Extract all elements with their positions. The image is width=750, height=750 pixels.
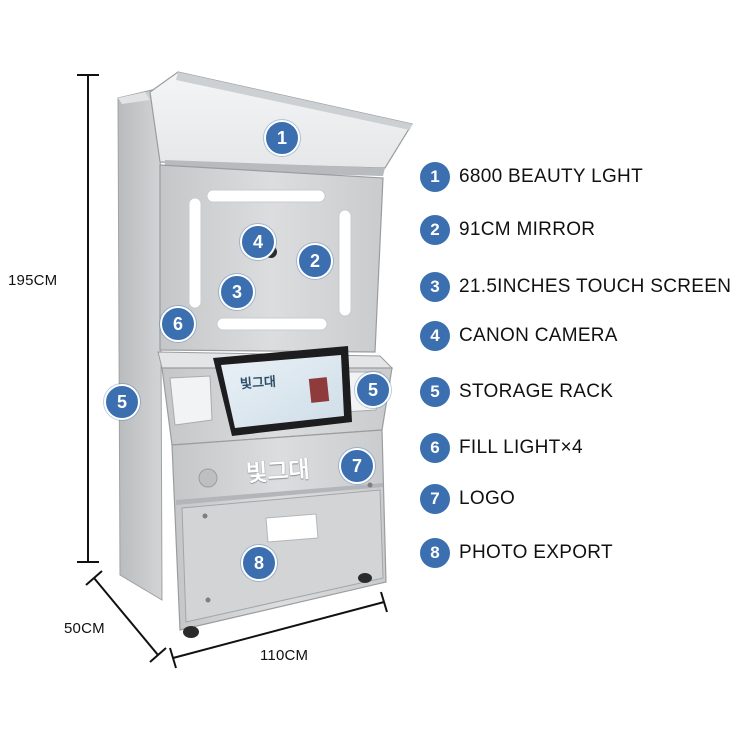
legend-item-7: 7 LOGO: [420, 482, 515, 516]
marker-7: 7: [339, 448, 375, 484]
marker-1: 1: [264, 120, 300, 156]
legend-item-3: 3 21.5INCHES TOUCH SCREEN: [420, 270, 731, 304]
screen-logo: 빛그대: [239, 371, 277, 393]
marker-2: 2: [297, 243, 333, 279]
legend-number: 4: [420, 321, 450, 351]
legend-number: 7: [420, 484, 450, 514]
legend-item-2: 2 91CM MIRROR: [420, 213, 595, 247]
marker-8: 8: [241, 545, 277, 581]
marker-5-side: 5: [104, 384, 140, 420]
legend-item-8: 8 PHOTO EXPORT: [420, 536, 613, 570]
legend-label: CANON CAMERA: [459, 325, 618, 346]
depth-dimension-line: [85, 570, 167, 663]
legend-label: 91CM MIRROR: [459, 219, 596, 240]
marker-5-console: 5: [355, 372, 391, 408]
height-label: 195CM: [8, 272, 58, 289]
legend-number: 8: [420, 538, 450, 568]
width-dimension-line: [169, 591, 388, 669]
cabinet-logo-text: 빛그대: [245, 456, 311, 488]
depth-label: 50CM: [64, 620, 105, 637]
legend-label: 6800 BEAUTY LGHT: [459, 166, 643, 187]
legend-label: LOGO: [459, 488, 516, 509]
marker-4: 4: [240, 224, 276, 260]
height-dimension-line: [77, 74, 99, 563]
legend-number: 1: [420, 162, 450, 192]
cabinet-logo: 빛그대: [245, 450, 311, 488]
legend-number: 6: [420, 433, 450, 463]
width-label: 110CM: [260, 647, 309, 664]
legend-number: 5: [420, 377, 450, 407]
legend-item-1: 1 6800 BEAUTY LGHT: [420, 160, 643, 194]
legend-label: 21.5INCHES TOUCH SCREEN: [459, 276, 732, 297]
screen-logo-text: 빛그대: [239, 374, 277, 393]
legend-number: 2: [420, 215, 450, 245]
legend-label: FILL LIGHT×4: [459, 437, 583, 458]
legend-item-6: 6 FILL LIGHT×4: [420, 431, 583, 465]
marker-6: 6: [160, 306, 196, 342]
legend-item-4: 4 CANON CAMERA: [420, 319, 618, 353]
marker-3: 3: [219, 274, 255, 310]
legend-item-5: 5 STORAGE RACK: [420, 375, 613, 409]
legend-label: PHOTO EXPORT: [459, 542, 613, 563]
legend-label: STORAGE RACK: [459, 381, 614, 402]
legend-number: 3: [420, 272, 450, 302]
